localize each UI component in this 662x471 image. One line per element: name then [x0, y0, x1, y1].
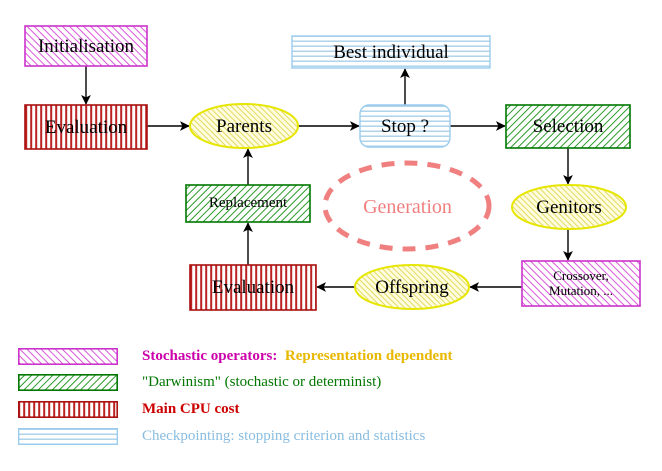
- legend-swatch-magenta-diagonal: [18, 348, 118, 365]
- legend-swatch-blue-horizontal: [18, 428, 118, 445]
- node-stop-shape: [359, 104, 451, 148]
- legend-row-checkpointing: Checkpointing: stopping criterion and st…: [18, 428, 425, 445]
- node-generation-shape: [322, 160, 492, 252]
- node-parents-shape: [189, 103, 299, 149]
- node-best-individual-shape: [291, 35, 491, 69]
- legend-label-representation-dependent: Representation dependent: [277, 348, 453, 364]
- node-evaluation-top-shape: [24, 104, 148, 150]
- legend-label-darwinism: "Darwinism" (stochastic or determinist): [142, 374, 382, 390]
- legend-label-main-cpu-cost: Main CPU cost: [142, 401, 240, 417]
- legend-row-stochastic-operators: Stochastic operators: Representation dep…: [18, 348, 453, 365]
- node-replacement-shape: [185, 184, 311, 223]
- node-genitors-shape: [511, 184, 627, 230]
- legend-label-checkpointing: Checkpointing: stopping criterion and st…: [142, 428, 426, 444]
- node-selection-shape: [505, 104, 631, 149]
- legend-label-stochastic-operators: Stochastic operators:: [142, 348, 278, 364]
- node-crossover-shape: [521, 260, 641, 307]
- legend-row-darwinism: "Darwinism" (stochastic or determinist): [18, 374, 381, 391]
- node-evaluation-bottom-shape: [189, 264, 317, 311]
- legend-swatch-green-diagonal: [18, 374, 118, 391]
- legend-swatch-red-vertical: [18, 401, 118, 418]
- legend-row-main-cpu-cost: Main CPU cost: [18, 401, 240, 418]
- node-offspring-shape: [354, 264, 470, 310]
- node-initialisation-shape: [24, 25, 148, 67]
